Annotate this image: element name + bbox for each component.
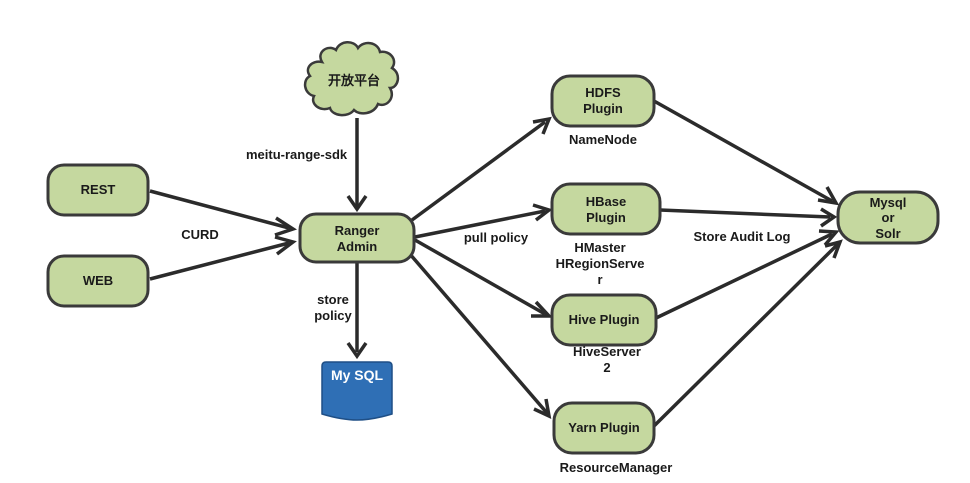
hbase-plugin-label-line-2: Plugin: [586, 210, 626, 225]
edge-web-to-ranger: [149, 241, 290, 281]
edge-yarn-to-audit: [652, 242, 840, 428]
edge-hbase-to-audit: [659, 208, 831, 219]
rest-node-label: REST: [81, 182, 116, 197]
arrowhead-sdk-to-ranger: [346, 195, 368, 213]
audit-store-label-line-2: or: [882, 210, 895, 225]
ranger-admin-node: Ranger Admin: [298, 212, 416, 264]
mysql-policy-store: My SQL: [321, 361, 393, 421]
arrowhead-hive-to-audit: [818, 229, 840, 247]
arrowhead-yarn-to-audit: [824, 239, 843, 259]
edge-ranger-to-yarn: [407, 251, 549, 415]
hbase-plugin-label-line-1: HBase: [586, 194, 626, 209]
open-platform-cloud: 开放平台: [303, 41, 400, 117]
audit-store-label-line-1: Mysql: [870, 195, 907, 210]
edge-rest-to-ranger: [149, 189, 290, 230]
hive-plugin-node: Hive Plugin: [550, 293, 658, 347]
cloud-icon: [303, 41, 400, 117]
edge-hive-to-audit: [655, 232, 833, 320]
rest-node: REST: [46, 163, 150, 217]
mysql-store-label: My SQL: [331, 367, 384, 383]
edge-ranger-to-hbase: [414, 209, 546, 239]
hiveserver-label-line-2: 2: [603, 360, 610, 375]
yarn-plugin-node: Yarn Plugin: [552, 401, 656, 455]
store-policy-label-line-2: policy: [314, 308, 352, 323]
audit-store-node: Mysql or Solr: [836, 190, 940, 245]
edges: [149, 99, 843, 428]
audit-store-label-line-3: Solr: [875, 226, 900, 241]
arrowhead-ranger-to-hive: [531, 300, 554, 318]
arrowhead-web-to-ranger: [274, 235, 297, 256]
arrowhead-ranger-to-hdfs: [532, 116, 552, 135]
edge-hdfs-to-audit: [653, 99, 833, 203]
hbase-plugin-node: HBase Plugin: [550, 182, 662, 236]
arrowhead-ranger-to-hbase: [532, 203, 553, 222]
web-node-label: WEB: [83, 273, 113, 288]
hdfs-plugin-label-line-2: Plugin: [583, 101, 623, 116]
store-audit-log-label: Store Audit Log: [693, 229, 790, 244]
hive-plugin-label: Hive Plugin: [569, 312, 640, 327]
sdk-label: meitu-range-sdk: [246, 147, 348, 162]
arrowhead-hdfs-to-audit: [817, 186, 840, 206]
open-platform-label: 开放平台: [328, 73, 380, 88]
ranger-admin-label-line-1: Ranger: [335, 223, 380, 238]
arrowhead-rest-to-ranger: [274, 216, 298, 237]
hregionserver-label-line-2: r: [597, 272, 602, 287]
yarn-plugin-label: Yarn Plugin: [568, 420, 640, 435]
arrowhead-ranger-to-mysql: [346, 342, 368, 360]
hdfs-plugin-node: HDFS Plugin: [550, 74, 656, 128]
namenode-label: NameNode: [569, 132, 637, 147]
hiveserver-label-line-1: HiveServer: [573, 344, 641, 359]
hmaster-label: HMaster: [574, 240, 625, 255]
edge-labels: CURD meitu-range-sdk store policy pull p…: [181, 147, 790, 323]
hregionserver-label-line-1: HRegionServe: [556, 256, 645, 271]
store-policy-label-line-1: store: [317, 292, 349, 307]
arrowhead-hbase-to-audit: [820, 207, 838, 228]
web-node: WEB: [46, 254, 150, 308]
edge-ranger-to-hive: [414, 238, 546, 316]
pull-policy-label: pull policy: [464, 230, 529, 245]
resourcemanager-label: ResourceManager: [560, 460, 673, 475]
curd-label: CURD: [181, 227, 219, 242]
database-icon: [321, 361, 393, 421]
ranger-admin-label-line-2: Admin: [337, 239, 378, 254]
edge-ranger-to-hdfs: [410, 120, 547, 222]
hdfs-plugin-label-line-1: HDFS: [585, 85, 621, 100]
arrowhead-ranger-to-yarn: [533, 398, 552, 420]
